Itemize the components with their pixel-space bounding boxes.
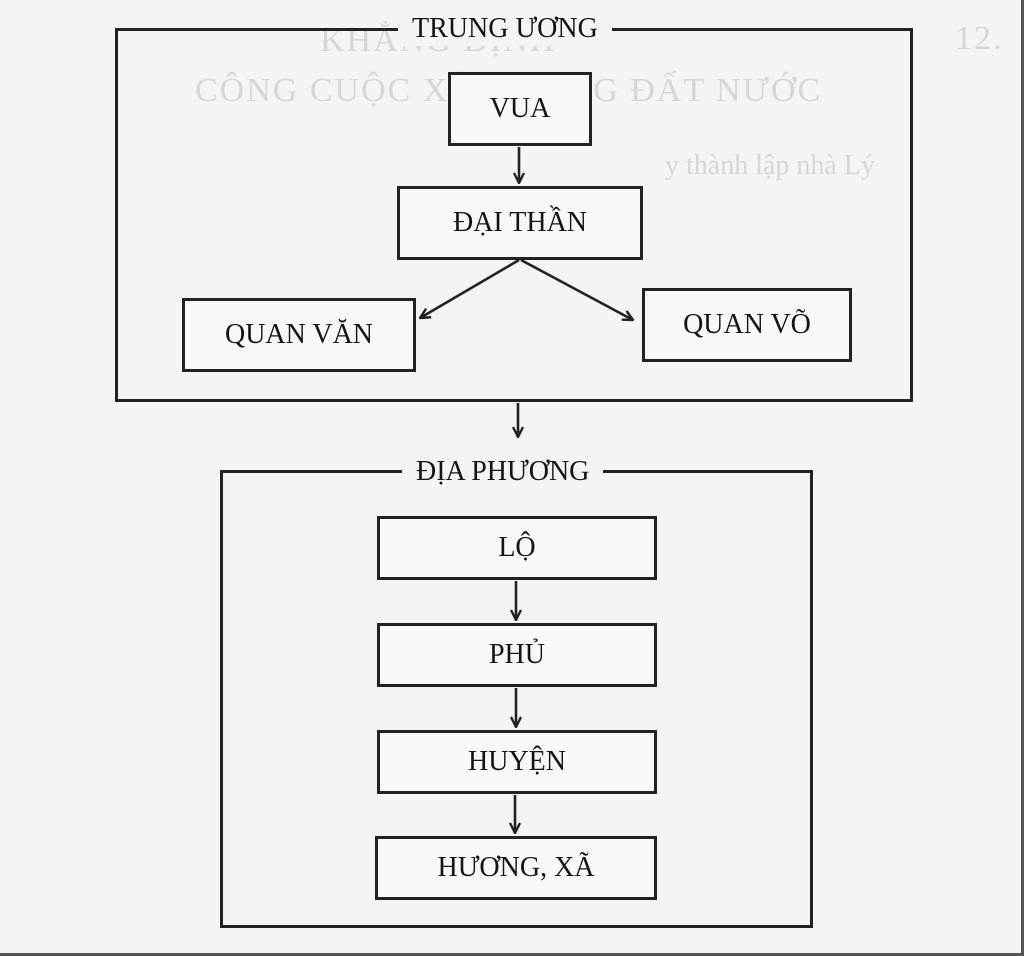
node-level-huyen: HUYỆN [377, 730, 657, 794]
node-civil-officials: QUAN VĂN [182, 298, 416, 372]
arrow-minister-to-civil [420, 258, 520, 318]
ghost-chapter-number: 12. [955, 20, 1004, 57]
node-king: VUA [448, 72, 592, 146]
node-level-phu: PHỦ [377, 623, 657, 687]
local-group-title: ĐỊA PHƯƠNG [402, 455, 604, 489]
node-grand-minister: ĐẠI THẦN [397, 186, 643, 260]
node-military-officials: QUAN VÕ [642, 288, 852, 362]
central-group-title: TRUNG ƯƠNG [398, 12, 612, 46]
node-level-huong-xa: HƯƠNG, XÃ [375, 836, 657, 900]
node-level-lo: LỘ [377, 516, 657, 580]
arrow-minister-to-military [520, 258, 633, 320]
ghost-section-heading: y thành lập nhà Lý [665, 150, 875, 181]
